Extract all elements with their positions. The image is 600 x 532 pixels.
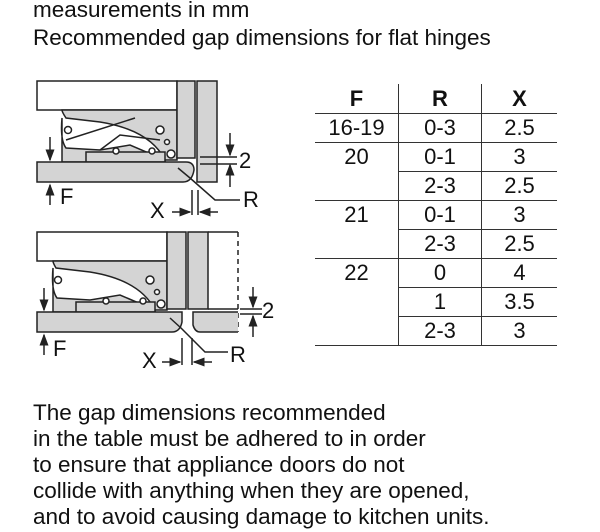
cell-r: 0-1 bbox=[398, 200, 482, 230]
cell-f bbox=[315, 287, 399, 317]
label-x: X bbox=[150, 198, 165, 223]
cell-r: 2-3 bbox=[398, 229, 482, 259]
cell-f: 16-19 bbox=[315, 113, 399, 143]
label-f: F bbox=[60, 184, 73, 209]
label-x-bottom: X bbox=[142, 348, 157, 373]
cell-r: 0-3 bbox=[398, 113, 482, 143]
paragraph-line: The gap dimensions recommended bbox=[33, 400, 386, 425]
cell-x: 3 bbox=[481, 316, 557, 346]
cell-x: 3.5 bbox=[481, 287, 557, 317]
label-f-bottom: F bbox=[53, 336, 66, 361]
cell-f bbox=[315, 171, 399, 201]
header-x: X bbox=[481, 84, 557, 114]
cell-f bbox=[315, 229, 399, 259]
instruction-paragraph: The gap dimensions recommended in the ta… bbox=[33, 400, 490, 530]
cell-x: 3 bbox=[481, 142, 557, 172]
hinge-diagram: F 2 X R F 2 X R bbox=[36, 80, 274, 373]
paragraph-line: and to avoid causing damage to kitchen u… bbox=[33, 504, 490, 529]
label-gap-bottom: 2 bbox=[262, 298, 274, 323]
paragraph-line: to ensure that appliance doors do not bbox=[33, 452, 405, 477]
paragraph-line: collide with anything when they are open… bbox=[33, 478, 470, 503]
cell-r: 0-1 bbox=[398, 142, 482, 172]
label-r-bottom: R bbox=[230, 342, 246, 367]
header-r: R bbox=[398, 84, 482, 114]
bottom-diagram bbox=[36, 231, 262, 367]
cell-x: 4 bbox=[481, 258, 557, 288]
cell-x: 2.5 bbox=[481, 229, 557, 259]
cell-f: 21 bbox=[315, 200, 399, 230]
paragraph-line: in the table must be adhered to in order bbox=[33, 426, 426, 451]
measurement-units-note: measurements in mm bbox=[33, 0, 250, 22]
cell-x: 2.5 bbox=[481, 171, 557, 201]
cell-r: 1 bbox=[398, 287, 482, 317]
cell-x: 3 bbox=[481, 200, 557, 230]
label-gap: 2 bbox=[239, 148, 251, 173]
cell-x: 2.5 bbox=[481, 113, 557, 143]
cell-r: 0 bbox=[398, 258, 482, 288]
header-f: F bbox=[315, 84, 399, 114]
page-title: Recommended gap dimensions for flat hing… bbox=[33, 25, 491, 50]
cell-f: 22 bbox=[315, 258, 399, 288]
cell-f: 20 bbox=[315, 142, 399, 172]
table-header-row: F R X bbox=[315, 84, 557, 114]
label-r: R bbox=[243, 187, 259, 212]
top-diagram bbox=[36, 80, 240, 217]
cell-r: 2-3 bbox=[398, 171, 482, 201]
cell-r: 2-3 bbox=[398, 316, 482, 346]
cell-f bbox=[315, 316, 399, 346]
